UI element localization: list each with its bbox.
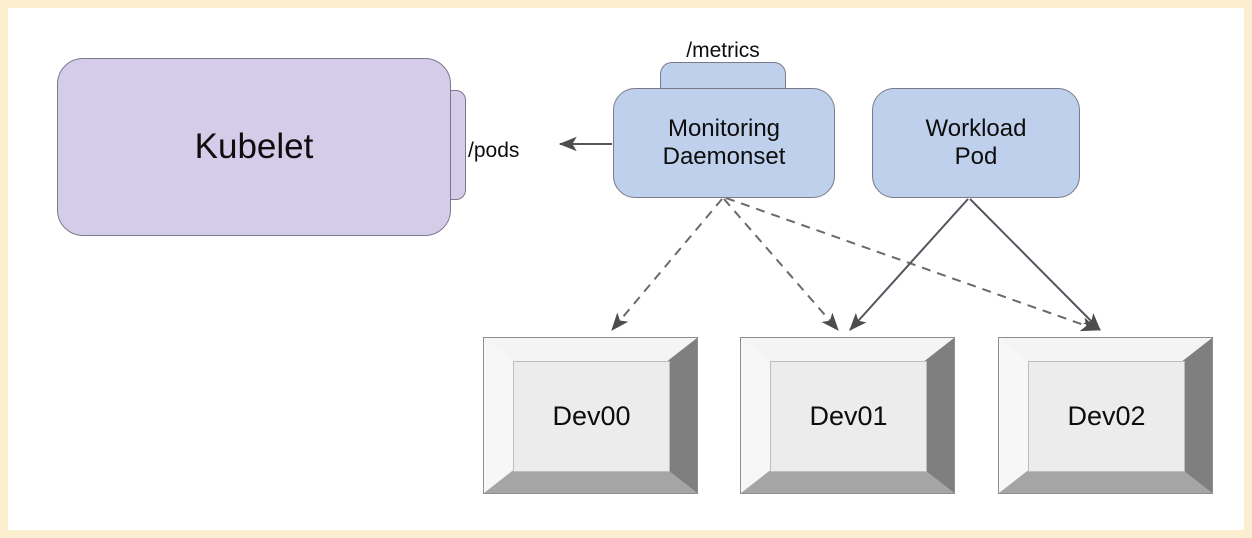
edge-workload-to-dev02 — [969, 198, 1101, 331]
monitoring-daemonset-label-line1: Monitoring — [667, 114, 781, 142]
device-bevel-top — [999, 338, 1212, 362]
device-node-dev02[interactable]: Dev02 — [998, 337, 1213, 494]
device-bevel-right — [924, 338, 954, 493]
workload-pod-label: Workload Pod — [926, 115, 1027, 172]
device-bevel-top — [741, 338, 954, 362]
monitoring-daemonset-label-line2: Daemonset — [662, 143, 786, 170]
edge-daemonset-to-dev01 — [723, 198, 839, 331]
device-bevel-left — [741, 338, 771, 493]
device-bevel-right — [667, 338, 697, 493]
kubelet-label: Kubelet — [194, 127, 314, 167]
device-label: Dev00 — [513, 360, 670, 473]
metrics-endpoint-label: /metrics — [686, 39, 760, 62]
edge-daemonset-to-dev02 — [725, 197, 1100, 332]
device-label: Dev02 — [1028, 360, 1185, 473]
workload-pod-label-line1: Workload — [925, 114, 1027, 142]
device-label: Dev01 — [770, 360, 927, 473]
device-bevel-bottom — [999, 469, 1212, 493]
connector-layer — [558, 136, 1101, 332]
pods-endpoint-label: /pods — [468, 139, 520, 162]
edge-workload-to-dev01 — [849, 198, 969, 331]
kubelet-node[interactable]: Kubelet — [57, 58, 451, 236]
workload-pod-label-line2: Pod — [954, 143, 998, 170]
device-node-dev00[interactable]: Dev00 — [483, 337, 698, 494]
monitoring-daemonset-label: Monitoring Daemonset — [663, 115, 786, 172]
device-bevel-left — [999, 338, 1029, 493]
device-bevel-bottom — [741, 469, 954, 493]
device-bevel-top — [484, 338, 697, 362]
monitoring-daemonset-node[interactable]: Monitoring Daemonset — [613, 88, 835, 198]
device-bevel-right — [1182, 338, 1212, 493]
device-bevel-left — [484, 338, 514, 493]
workload-pod-node[interactable]: Workload Pod — [872, 88, 1080, 198]
edge-daemonset-to-dev00 — [611, 198, 723, 331]
device-bevel-bottom — [484, 469, 697, 493]
diagram-canvas: Kubelet /pods /metrics Monitoring Daemon… — [8, 8, 1244, 530]
device-node-dev01[interactable]: Dev01 — [740, 337, 955, 494]
